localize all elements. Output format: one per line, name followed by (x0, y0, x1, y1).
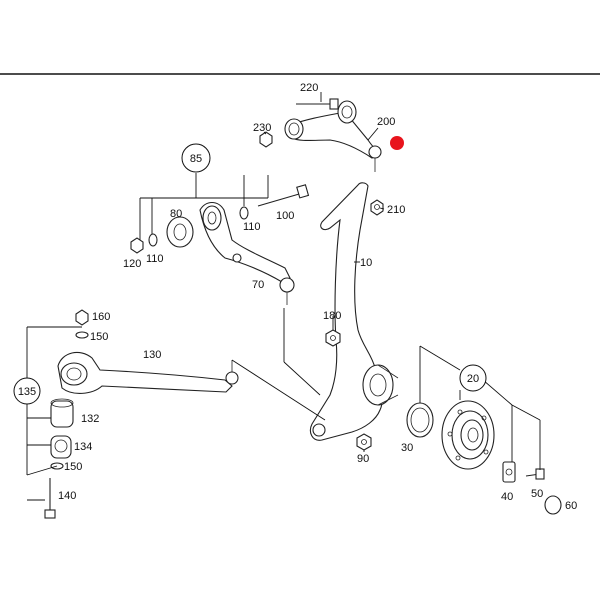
label-30: 30 (401, 442, 413, 454)
cap-60[interactable] (544, 495, 562, 515)
bushing-134[interactable] (50, 435, 72, 459)
label-100: 100 (276, 210, 294, 222)
label-40: 40 (501, 491, 513, 503)
label-220: 220 (300, 82, 318, 94)
nut-180[interactable] (325, 329, 341, 347)
label-160: 160 (92, 311, 110, 323)
svg-text:85: 85 (190, 153, 202, 165)
label-130: 130 (143, 349, 161, 361)
callout-85: 85 (181, 143, 211, 173)
washer-110-upper[interactable] (239, 206, 249, 220)
label-10: 10 (360, 257, 372, 269)
label-120: 120 (123, 258, 141, 270)
wheel-hub-20[interactable] (441, 400, 495, 470)
callout-135: 135 (13, 377, 41, 405)
bolt-220[interactable] (296, 98, 339, 110)
label-110-lower: 110 (146, 253, 164, 265)
label-230: 230 (253, 122, 271, 134)
label-140: 140 (58, 490, 76, 502)
svg-text:135: 135 (18, 386, 36, 398)
red-marker-dot (390, 136, 404, 150)
leader-lines (26, 92, 541, 501)
label-180: 180 (323, 310, 341, 322)
label-210: 210 (387, 204, 405, 216)
nut-160[interactable] (75, 309, 89, 326)
seal-30[interactable] (406, 402, 434, 438)
label-150-upper: 150 (90, 331, 108, 343)
steering-knuckle[interactable] (309, 182, 399, 441)
callout-20: 20 (459, 364, 487, 392)
lower-arm-70[interactable] (199, 201, 295, 306)
bolt-140[interactable] (44, 478, 56, 519)
label-132: 132 (81, 413, 99, 425)
lower-arm-130[interactable] (57, 351, 239, 394)
nut-230[interactable] (259, 131, 273, 148)
upper-control-arm[interactable] (284, 100, 382, 172)
washer-150-upper[interactable] (75, 331, 89, 339)
nut-120[interactable] (130, 237, 144, 254)
bolt-50[interactable] (525, 468, 545, 480)
washer-110-lower[interactable] (148, 233, 158, 247)
label-60: 60 (565, 500, 577, 512)
bushing-132[interactable] (50, 398, 74, 428)
label-70: 70 (252, 279, 264, 291)
bolt-100[interactable] (257, 184, 310, 207)
label-150-lower: 150 (64, 461, 82, 473)
bushing-80[interactable] (166, 216, 194, 248)
label-134: 134 (74, 441, 92, 453)
label-200: 200 (377, 116, 395, 128)
label-90: 90 (357, 453, 369, 465)
label-50: 50 (531, 488, 543, 500)
nut-90[interactable] (356, 433, 372, 451)
label-80: 80 (170, 208, 182, 220)
nut-210[interactable] (370, 199, 384, 216)
label-110-upper: 110 (243, 221, 261, 233)
sensor-bracket-40[interactable] (502, 461, 516, 483)
svg-text:20: 20 (467, 373, 479, 385)
